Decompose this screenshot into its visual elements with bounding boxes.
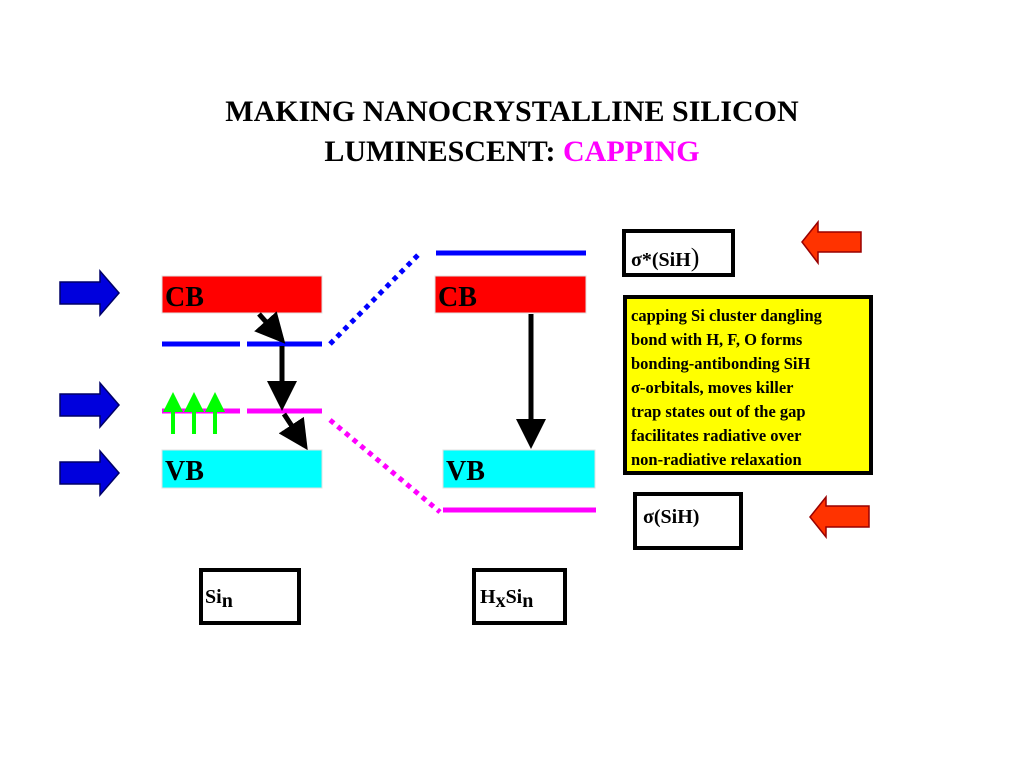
blue-arrow-right-icon bbox=[59, 448, 120, 498]
sigma-box: σ(SiH) bbox=[633, 492, 743, 550]
relaxation-arrow-trap-to-vb bbox=[278, 412, 308, 451]
note-line: capping Si cluster dangling bbox=[631, 306, 822, 325]
note-line: bond with H, F, O forms bbox=[631, 330, 803, 349]
sin-subscript: n bbox=[221, 590, 233, 613]
sin-base: Si bbox=[205, 586, 222, 608]
note-line: σ-orbitals, moves killer bbox=[631, 378, 794, 397]
relaxation-arrow-cb-to-state bbox=[254, 311, 286, 344]
hxsin-vb-label: VB bbox=[446, 456, 485, 487]
sin-vb-label: VB bbox=[165, 456, 204, 487]
red-arrow-left-icon bbox=[809, 494, 870, 540]
note-line: trap states out of the gap bbox=[631, 402, 806, 421]
sin-cb-label: CB bbox=[165, 282, 204, 313]
sigma-symbol: σ bbox=[643, 506, 654, 528]
hxsin-label-box: HxSin bbox=[472, 568, 567, 625]
sigma-star-symbol: σ bbox=[631, 249, 642, 271]
blue-arrow-right-icon bbox=[59, 268, 120, 318]
sin-conduction-band bbox=[161, 275, 323, 314]
title-line-2: LUMINESCENT: CAPPING bbox=[0, 132, 1024, 172]
hxsin-valence-band bbox=[442, 449, 596, 489]
hxsin-n-subscript: n bbox=[522, 590, 534, 613]
red-arrow-left-icon bbox=[801, 219, 862, 266]
hxsin-x-subscript: x bbox=[495, 590, 506, 613]
note-line: bonding-antibonding SiH bbox=[631, 354, 811, 373]
title-prefix: LUMINESCENT: bbox=[324, 135, 563, 168]
title-line-1: MAKING NANOCRYSTALLINE SILICON bbox=[225, 95, 799, 128]
blue-dotted-connector bbox=[328, 251, 422, 346]
blue-arrow-right-icon bbox=[59, 380, 120, 430]
note-line: facilitates radiative over bbox=[631, 426, 802, 445]
sigma-star-text: *(SiH bbox=[641, 249, 691, 271]
magenta-dotted-connector bbox=[328, 418, 442, 514]
sin-valence-band bbox=[161, 449, 323, 489]
hxsin-h: H bbox=[480, 586, 496, 608]
hxsin-cb-label: CB bbox=[438, 282, 477, 313]
sin-label-box: Sin bbox=[199, 568, 301, 625]
sigma-star-paren: ) bbox=[690, 243, 700, 272]
capping-explanation-note: capping Si cluster dangling bond with H,… bbox=[623, 295, 873, 475]
hxsin-conduction-band bbox=[434, 275, 587, 314]
title-accent: CAPPING bbox=[562, 135, 700, 168]
slide-title: MAKING NANOCRYSTALLINE SILICON LUMINESCE… bbox=[0, 92, 1024, 172]
note-line: non-radiative relaxation bbox=[631, 450, 802, 469]
sigma-star-box: σ*(SiH) bbox=[622, 229, 735, 277]
sigma-text: (SiH) bbox=[653, 506, 700, 528]
hxsin-si: Si bbox=[505, 586, 523, 608]
